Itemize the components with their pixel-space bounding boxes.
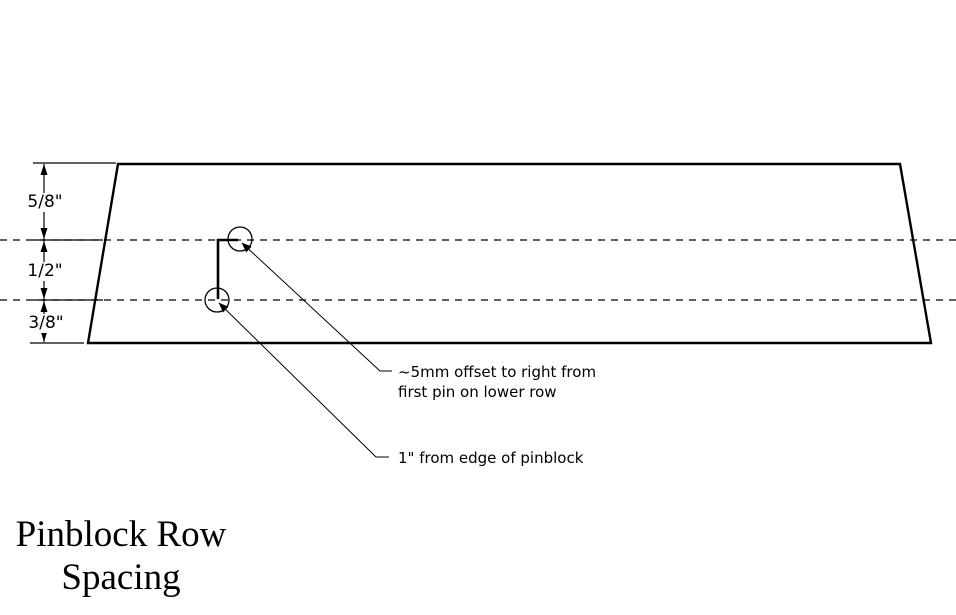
arrowhead-down-bottom xyxy=(40,331,48,342)
arrowhead-down-upper-row xyxy=(40,228,48,239)
arrowhead-down-lower-row xyxy=(40,288,48,299)
diagram-title-line2: Spacing xyxy=(61,557,181,598)
lower-pin-circle xyxy=(204,287,230,313)
arrowhead-up-lower-row xyxy=(40,301,48,312)
leader-line-offset xyxy=(241,242,392,372)
arrowhead-up-upper-row xyxy=(40,241,48,252)
diagram-title-line1: Pinblock Row xyxy=(15,514,227,555)
leader-line-edge xyxy=(218,302,389,458)
dimension-label-1-2: 1/2" xyxy=(21,262,69,281)
diagram-title: Pinblock Row Spacing xyxy=(8,513,234,599)
callout-offset-line2: first pin on lower row xyxy=(398,383,557,401)
dimension-label-3-8: 3/8" xyxy=(22,314,70,333)
upper-pin-circle xyxy=(227,226,253,252)
callout-offset: ~5mm offset to right from first pin on l… xyxy=(398,362,596,402)
arrowhead-up-top xyxy=(40,164,48,175)
pin-offset-connector xyxy=(216,238,238,299)
pinblock-outline xyxy=(86,162,933,345)
callout-edge: 1" from edge of pinblock xyxy=(398,449,584,467)
callout-offset-line1: ~5mm offset to right from xyxy=(398,363,597,381)
dimension-label-5-8: 5/8" xyxy=(21,193,69,212)
